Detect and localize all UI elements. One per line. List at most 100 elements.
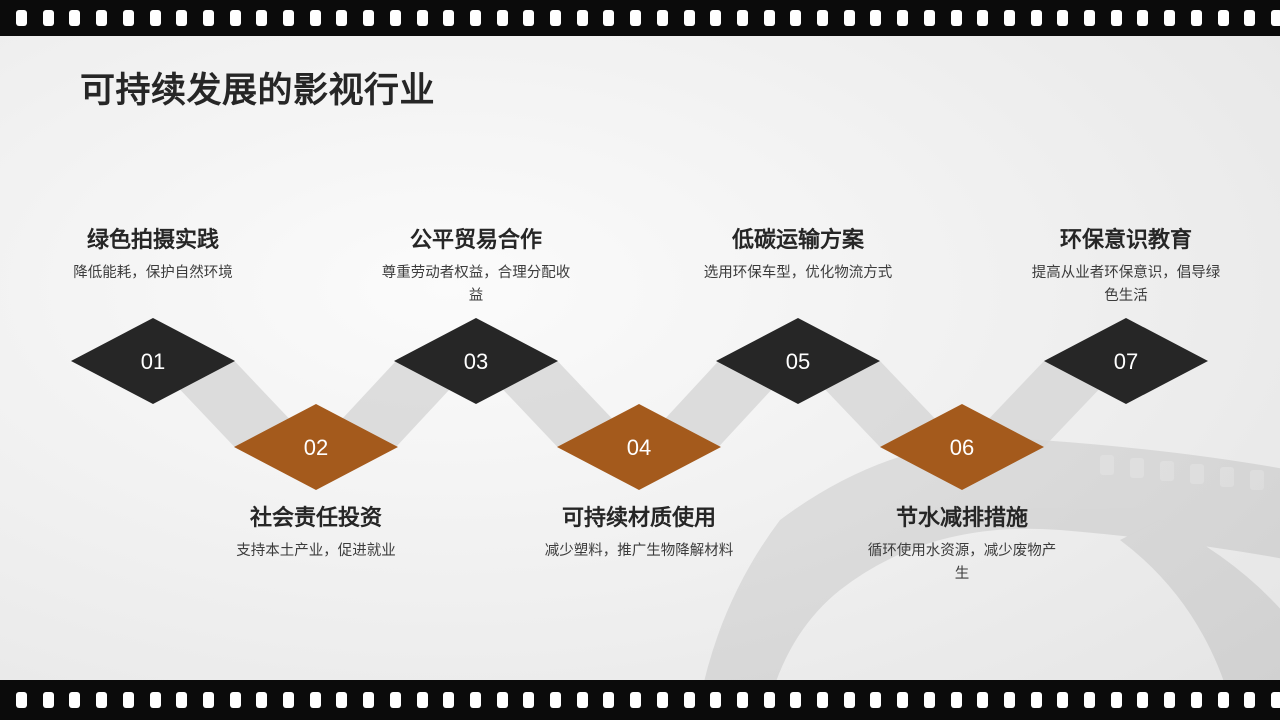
step-title-06: 节水减排措施 (895, 506, 1028, 531)
step-diamond (1044, 318, 1208, 404)
film-hole (202, 692, 214, 708)
film-hole (763, 692, 775, 708)
film-hole (363, 10, 375, 26)
film-hole (256, 692, 268, 708)
film-hole (1270, 692, 1280, 708)
film-hole (523, 692, 535, 708)
film-hole (1110, 10, 1122, 26)
film-hole (1164, 692, 1176, 708)
step-number: 01 (141, 349, 165, 374)
step-diamond (71, 318, 235, 404)
film-hole (950, 10, 962, 26)
film-hole (42, 10, 54, 26)
film-hole (1030, 692, 1042, 708)
film-hole (122, 10, 134, 26)
film-hole (42, 692, 54, 708)
step-number: 05 (786, 349, 810, 374)
film-hole (16, 10, 27, 26)
film-hole (176, 10, 188, 26)
step-desc-02: 支持本土产业，促进就业 (236, 543, 396, 559)
film-hole (870, 10, 882, 26)
step-desc-06: 循环使用水资源，减少废物产生 (867, 543, 1057, 582)
film-hole (229, 10, 241, 26)
film-hole (496, 10, 508, 26)
film-hole (1057, 692, 1069, 708)
film-hole (576, 10, 588, 26)
film-hole (736, 692, 748, 708)
film-hole (1217, 692, 1229, 708)
step-number: 03 (464, 349, 488, 374)
film-hole (256, 10, 268, 26)
film-hole (630, 10, 642, 26)
film-strip-bottom (0, 680, 1280, 720)
film-hole (923, 692, 935, 708)
timeline-step-03: 03 (394, 318, 558, 404)
film-hole (283, 10, 294, 26)
timeline-step-05: 05 (716, 318, 880, 404)
step-desc-04: 减少塑料，推广生物降解材料 (544, 543, 734, 559)
film-hole (790, 692, 802, 708)
film-hole (1110, 692, 1122, 708)
film-hole (96, 692, 108, 708)
film-hole (576, 692, 588, 708)
step-desc-07: 提高从业者环保意识，倡导绿色生活 (1031, 265, 1221, 304)
film-hole (923, 10, 935, 26)
film-hole (416, 10, 428, 26)
film-hole (817, 692, 828, 708)
film-hole (1164, 10, 1176, 26)
film-hole (176, 692, 188, 708)
film-hole (603, 692, 615, 708)
film-hole (1030, 10, 1042, 26)
film-hole (1244, 692, 1256, 708)
film-hole (229, 692, 241, 708)
step-diamond (394, 318, 558, 404)
slide-title: 可持续发展的影视行业 (80, 71, 436, 111)
step-number: 02 (304, 435, 328, 460)
step-title-02: 社会责任投资 (249, 506, 382, 531)
film-hole (69, 10, 81, 26)
film-hole (336, 692, 348, 708)
step-number: 07 (1114, 349, 1138, 374)
film-hole (283, 692, 294, 708)
film-hole (523, 10, 535, 26)
film-hole (389, 692, 401, 708)
film-hole (1137, 692, 1149, 708)
film-hole (763, 10, 775, 26)
film-hole (469, 692, 481, 708)
film-hole (363, 692, 375, 708)
film-hole (683, 692, 695, 708)
step-diamond (234, 404, 398, 490)
step-title-07: 环保意识教育 (1059, 228, 1192, 253)
film-hole (550, 692, 561, 708)
film-hole (843, 692, 855, 708)
film-hole (977, 692, 989, 708)
film-hole (1084, 692, 1095, 708)
film-hole (1057, 10, 1069, 26)
film-hole (416, 692, 428, 708)
film-hole (656, 10, 668, 26)
film-hole (897, 692, 909, 708)
film-hole (389, 10, 401, 26)
film-hole (683, 10, 695, 26)
film-hole (336, 10, 348, 26)
timeline-step-02: 02 (234, 404, 398, 490)
film-hole (1003, 692, 1015, 708)
film-hole (443, 10, 455, 26)
film-hole (656, 692, 668, 708)
film-hole (977, 10, 989, 26)
step-desc-05: 选用环保车型，优化物流方式 (703, 265, 893, 281)
film-hole (710, 692, 722, 708)
step-diamond (880, 404, 1044, 490)
film-hole (1244, 10, 1256, 26)
film-hole (149, 692, 161, 708)
step-diamond (557, 404, 721, 490)
film-hole (149, 10, 161, 26)
film-hole (897, 10, 909, 26)
film-hole (870, 692, 882, 708)
film-hole (496, 692, 508, 708)
film-hole (630, 692, 642, 708)
film-hole (16, 692, 27, 708)
step-number: 06 (950, 435, 974, 460)
film-hole (1190, 692, 1202, 708)
